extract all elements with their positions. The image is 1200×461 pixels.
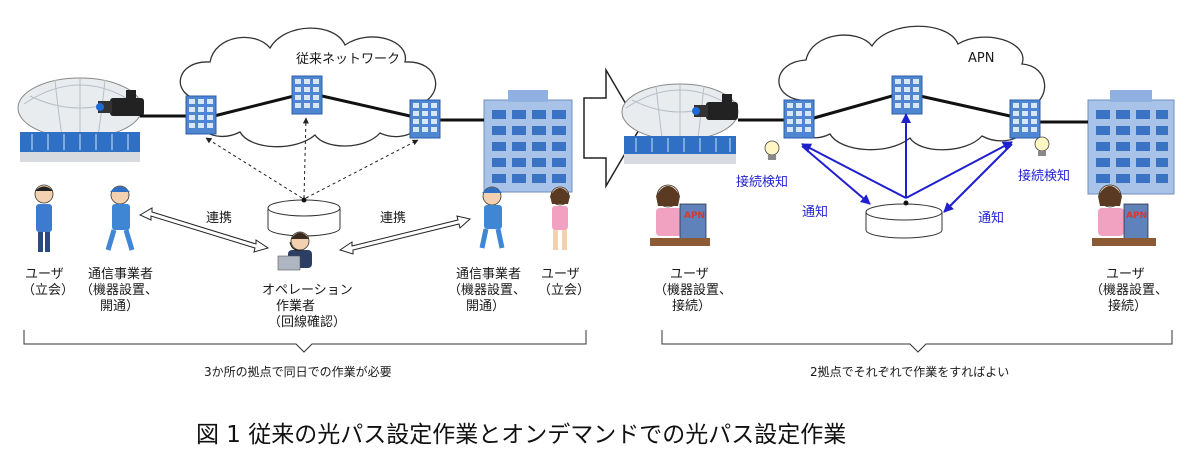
camera-icon [692,94,738,120]
user-apn-left-label-1: ユーザ [670,267,709,282]
svg-text:オペレーション作業者（回線確認）: オペレーション作業者（回線確認） [262,283,353,330]
right-summary-brace [661,330,1173,353]
user-apn-left-label-2: （機器設置、 [654,282,732,298]
building-left-panel [483,90,573,193]
left-panel: 従来ネットワーク [17,27,590,379]
carrier-left-label-3: 開通） [100,299,139,314]
left-control-lines [205,117,419,199]
user-right-label-2: （立会） [538,283,590,298]
carrier-right-label-3: 開通） [466,299,505,314]
bulb-right-icon [1034,136,1050,156]
operator-label-3: （回線確認） [268,314,346,330]
firewall-node [291,75,323,115]
svg-text:ユーザ（機器設置、接続）: ユーザ（機器設置、接続） [654,267,732,314]
building-right-panel [1087,90,1175,195]
detect-left-label: 接続検知 [736,174,788,190]
user-apn-right-figure [1092,184,1156,246]
camera-icon [96,90,144,116]
right-summary: 2拠点でそれぞれで作業をすればよい [810,365,1009,379]
controller-left [267,197,341,237]
controller-right [865,200,943,239]
figure-caption: 図 1 従来の光パス設定作業とオンデマンドでの光パス設定作業 [196,422,846,448]
user-apn-right-label-2: （機器設置、 [1090,282,1168,298]
user-apn-right-label-1: ユーザ [1106,267,1145,282]
firewall-node [409,99,441,139]
carrier-left-figure [105,185,135,251]
carrier-right-figure [479,186,505,249]
operator-icon [277,231,312,271]
user-apn-right-label-3: 接続） [1108,298,1147,314]
left-summary-brace [23,330,587,353]
carrier-left-label-2: （機器設置、 [80,282,158,298]
carrier-right-label-2: （機器設置、 [448,282,526,298]
operator-label-1: オペレーション [262,283,353,298]
user-left-label-1: ユーザ [25,267,64,282]
stadium-right [621,83,739,164]
right-panel: APN [621,25,1175,379]
user-left-label-2: （立会） [22,283,74,298]
operator-label-2: 作業者 [276,298,315,314]
carrier-left-label-1: 通信事業者 [88,266,153,282]
svg-text:ユーザ（立会）: ユーザ（立会） [22,267,74,298]
stadium-left [17,77,143,162]
apn-tag-left: APN [684,211,705,221]
bulb-left-icon [764,140,780,160]
user-right-figure [550,186,570,250]
user-right-label-1: ユーザ [541,267,580,282]
firewall-node [1009,99,1041,139]
notify-right-label: 通知 [978,210,1004,226]
svg-text:通信事業者（機器設置、開通）: 通信事業者（機器設置、開通） [80,266,158,314]
transition-arrow [583,67,641,189]
left-links [140,94,484,122]
firewall-node [185,95,217,135]
coord-label-left: 連携 [206,210,232,226]
carrier-right-label-1: 通信事業者 [456,266,521,282]
coord-label-right: 連携 [380,210,406,226]
notify-left-label: 通知 [802,204,828,220]
right-notify-lines [801,113,1013,213]
user-apn-left-label-3: 接続） [672,298,711,314]
user-apn-left-figure [650,184,710,246]
left-summary: 3か所の拠点で同日での作業が必要 [204,364,392,379]
apn-tag-right: APN [1126,211,1147,221]
coordination-arrow-right [338,215,472,255]
detect-right-label: 接続検知 [1018,168,1070,184]
svg-text:ユーザ（立会）: ユーザ（立会） [538,267,590,298]
svg-text:通信事業者（機器設置、開通）: 通信事業者（機器設置、開通） [448,266,526,314]
user-left-figure [34,184,54,252]
coordination-arrow-left [138,207,270,253]
right-links [738,94,1088,124]
svg-text:ユーザ（機器設置、接続）: ユーザ（機器設置、接続） [1090,267,1168,314]
firewall-node [783,99,815,139]
right-network-label: APN [968,51,994,66]
left-network-label: 従来ネットワーク [296,52,400,67]
firewall-node [891,75,923,115]
